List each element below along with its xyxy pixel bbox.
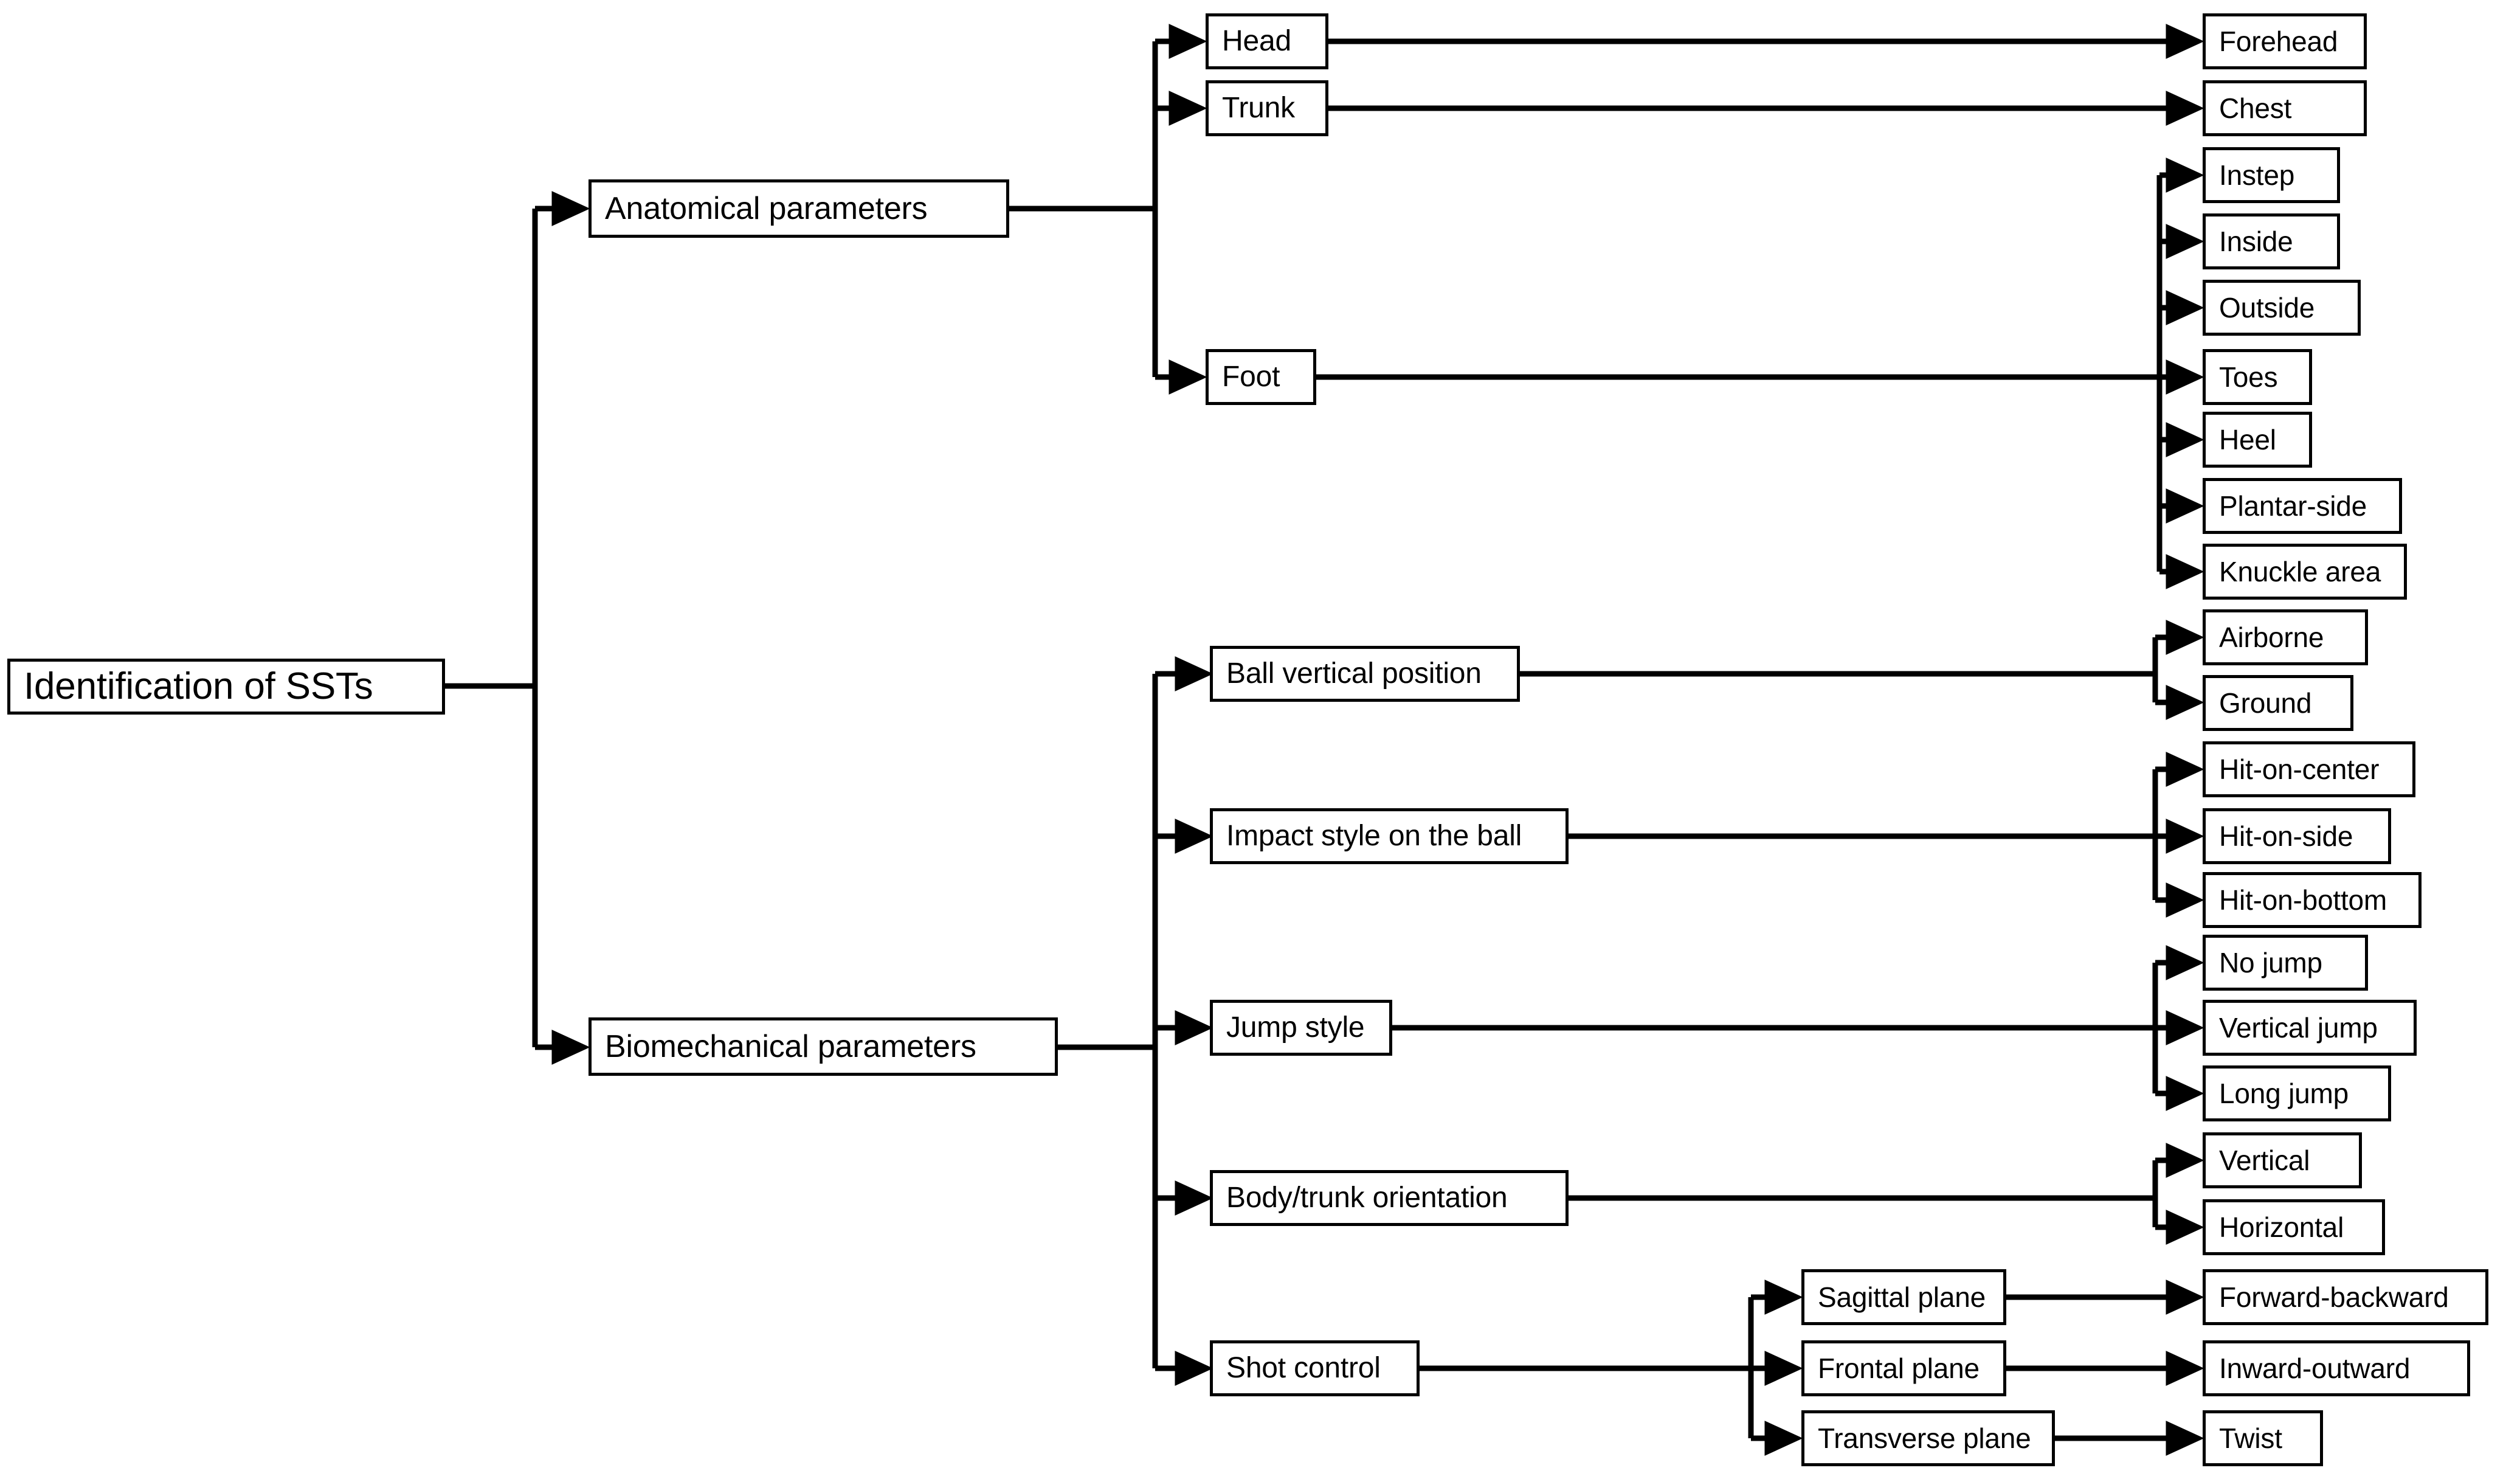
- node-frontal-plane[interactable]: Frontal plane: [1801, 1340, 2006, 1396]
- node-vertical-jump[interactable]: Vertical jump: [2203, 1000, 2417, 1056]
- node-transverse-plane[interactable]: Transverse plane: [1801, 1410, 2055, 1466]
- node-ground-label: Ground: [2219, 687, 2312, 719]
- node-shot-control[interactable]: Shot control: [1210, 1340, 1420, 1396]
- node-foot-label: Foot: [1222, 361, 1280, 393]
- node-forward-backward[interactable]: Forward-backward: [2203, 1269, 2488, 1325]
- node-twist[interactable]: Twist: [2203, 1410, 2323, 1466]
- node-hit-on-side[interactable]: Hit-on-side: [2203, 808, 2391, 864]
- node-chest[interactable]: Chest: [2203, 80, 2367, 136]
- node-hit-on-side-label: Hit-on-side: [2219, 820, 2353, 852]
- node-chest-label: Chest: [2219, 92, 2292, 124]
- node-no-jump[interactable]: No jump: [2203, 935, 2368, 991]
- node-outside-label: Outside: [2219, 292, 2315, 324]
- node-biomechanical-parameters-label: Biomechanical parameters: [605, 1029, 976, 1064]
- node-sagittal-plane[interactable]: Sagittal plane: [1801, 1269, 2006, 1325]
- node-horizontal-label: Horizontal: [2219, 1211, 2344, 1243]
- node-trunk-label: Trunk: [1222, 92, 1295, 124]
- node-knuckle-area[interactable]: Knuckle area: [2203, 544, 2407, 600]
- node-hit-on-center[interactable]: Hit-on-center: [2203, 741, 2415, 797]
- node-ground[interactable]: Ground: [2203, 675, 2353, 731]
- node-shot-control-label: Shot control: [1226, 1352, 1381, 1384]
- node-instep[interactable]: Instep: [2203, 147, 2340, 203]
- node-horizontal[interactable]: Horizontal: [2203, 1199, 2385, 1255]
- node-trunk[interactable]: Trunk: [1206, 80, 1328, 136]
- edges-body-trunk-orientation: [1569, 1143, 2204, 1245]
- node-heel[interactable]: Heel: [2203, 412, 2312, 468]
- node-plantar-side[interactable]: Plantar-side: [2203, 478, 2402, 534]
- node-inside[interactable]: Inside: [2203, 213, 2340, 269]
- node-hit-on-bottom[interactable]: Hit-on-bottom: [2203, 872, 2422, 928]
- node-root[interactable]: Identification of SSTs: [7, 659, 445, 715]
- node-vertical-jump-label: Vertical jump: [2219, 1012, 2378, 1044]
- node-ball-vertical-position-label: Ball vertical position: [1226, 657, 1482, 690]
- node-airborne-label: Airborne: [2219, 622, 2324, 653]
- node-inward-outward-label: Inward-outward: [2219, 1353, 2411, 1384]
- edges-ball-vertical-position: [1520, 620, 2204, 720]
- node-body-trunk-orientation[interactable]: Body/trunk orientation: [1210, 1170, 1569, 1226]
- node-instep-label: Instep: [2219, 159, 2295, 191]
- edges-jump-style: [1392, 945, 2204, 1111]
- node-impact-style-on-the-ball-label: Impact style on the ball: [1226, 820, 1522, 852]
- node-sagittal-plane-label: Sagittal plane: [1818, 1281, 1986, 1313]
- node-root-label: Identification of SSTs: [24, 665, 373, 707]
- node-twist-label: Twist: [2219, 1422, 2282, 1454]
- node-biomechanical-parameters[interactable]: Biomechanical parameters: [589, 1017, 1058, 1076]
- node-body-trunk-orientation-label: Body/trunk orientation: [1226, 1182, 1508, 1214]
- node-head-label: Head: [1222, 25, 1291, 57]
- node-impact-style-on-the-ball[interactable]: Impact style on the ball: [1210, 808, 1569, 864]
- node-heel-label: Heel: [2219, 424, 2276, 455]
- node-forward-backward-label: Forward-backward: [2219, 1281, 2449, 1313]
- node-head[interactable]: Head: [1206, 13, 1328, 69]
- node-forehead-label: Forehead: [2219, 26, 2338, 57]
- node-knuckle-area-label: Knuckle area: [2219, 556, 2381, 587]
- node-vertical[interactable]: Vertical: [2203, 1132, 2362, 1188]
- edges-planes: [2006, 1280, 2204, 1456]
- node-inward-outward[interactable]: Inward-outward: [2203, 1340, 2470, 1396]
- node-plantar-side-label: Plantar-side: [2219, 490, 2367, 522]
- node-jump-style[interactable]: Jump style: [1210, 1000, 1392, 1056]
- node-inside-label: Inside: [2219, 226, 2293, 257]
- edges-impact-style: [1569, 752, 2204, 918]
- node-airborne[interactable]: Airborne: [2203, 609, 2368, 665]
- node-outside[interactable]: Outside: [2203, 280, 2361, 336]
- node-anatomical-parameters[interactable]: Anatomical parameters: [589, 179, 1009, 238]
- node-anatomical-parameters-label: Anatomical parameters: [605, 191, 928, 226]
- node-forehead[interactable]: Forehead: [2203, 13, 2367, 69]
- edges-anatomical: [1009, 24, 1207, 395]
- node-hit-on-center-label: Hit-on-center: [2219, 753, 2380, 785]
- node-toes-label: Toes: [2219, 361, 2278, 393]
- node-transverse-plane-label: Transverse plane: [1818, 1422, 2031, 1454]
- node-ball-vertical-position[interactable]: Ball vertical position: [1210, 646, 1520, 702]
- node-vertical-label: Vertical: [2219, 1145, 2310, 1176]
- node-toes[interactable]: Toes: [2203, 349, 2312, 405]
- edges-biomechanical: [1055, 656, 1213, 1386]
- edges-shot-control: [1420, 1280, 1803, 1456]
- node-foot[interactable]: Foot: [1206, 349, 1316, 405]
- edges-root: [171, 191, 590, 1065]
- edges-foot: [1316, 158, 2204, 589]
- edges-head-trunk: [1328, 24, 2204, 126]
- node-long-jump-label: Long jump: [2219, 1078, 2349, 1109]
- node-hit-on-bottom-label: Hit-on-bottom: [2219, 884, 2387, 916]
- node-long-jump[interactable]: Long jump: [2203, 1065, 2391, 1121]
- node-jump-style-label: Jump style: [1226, 1011, 1365, 1044]
- node-frontal-plane-label: Frontal plane: [1818, 1353, 1980, 1384]
- node-no-jump-label: No jump: [2219, 947, 2322, 978]
